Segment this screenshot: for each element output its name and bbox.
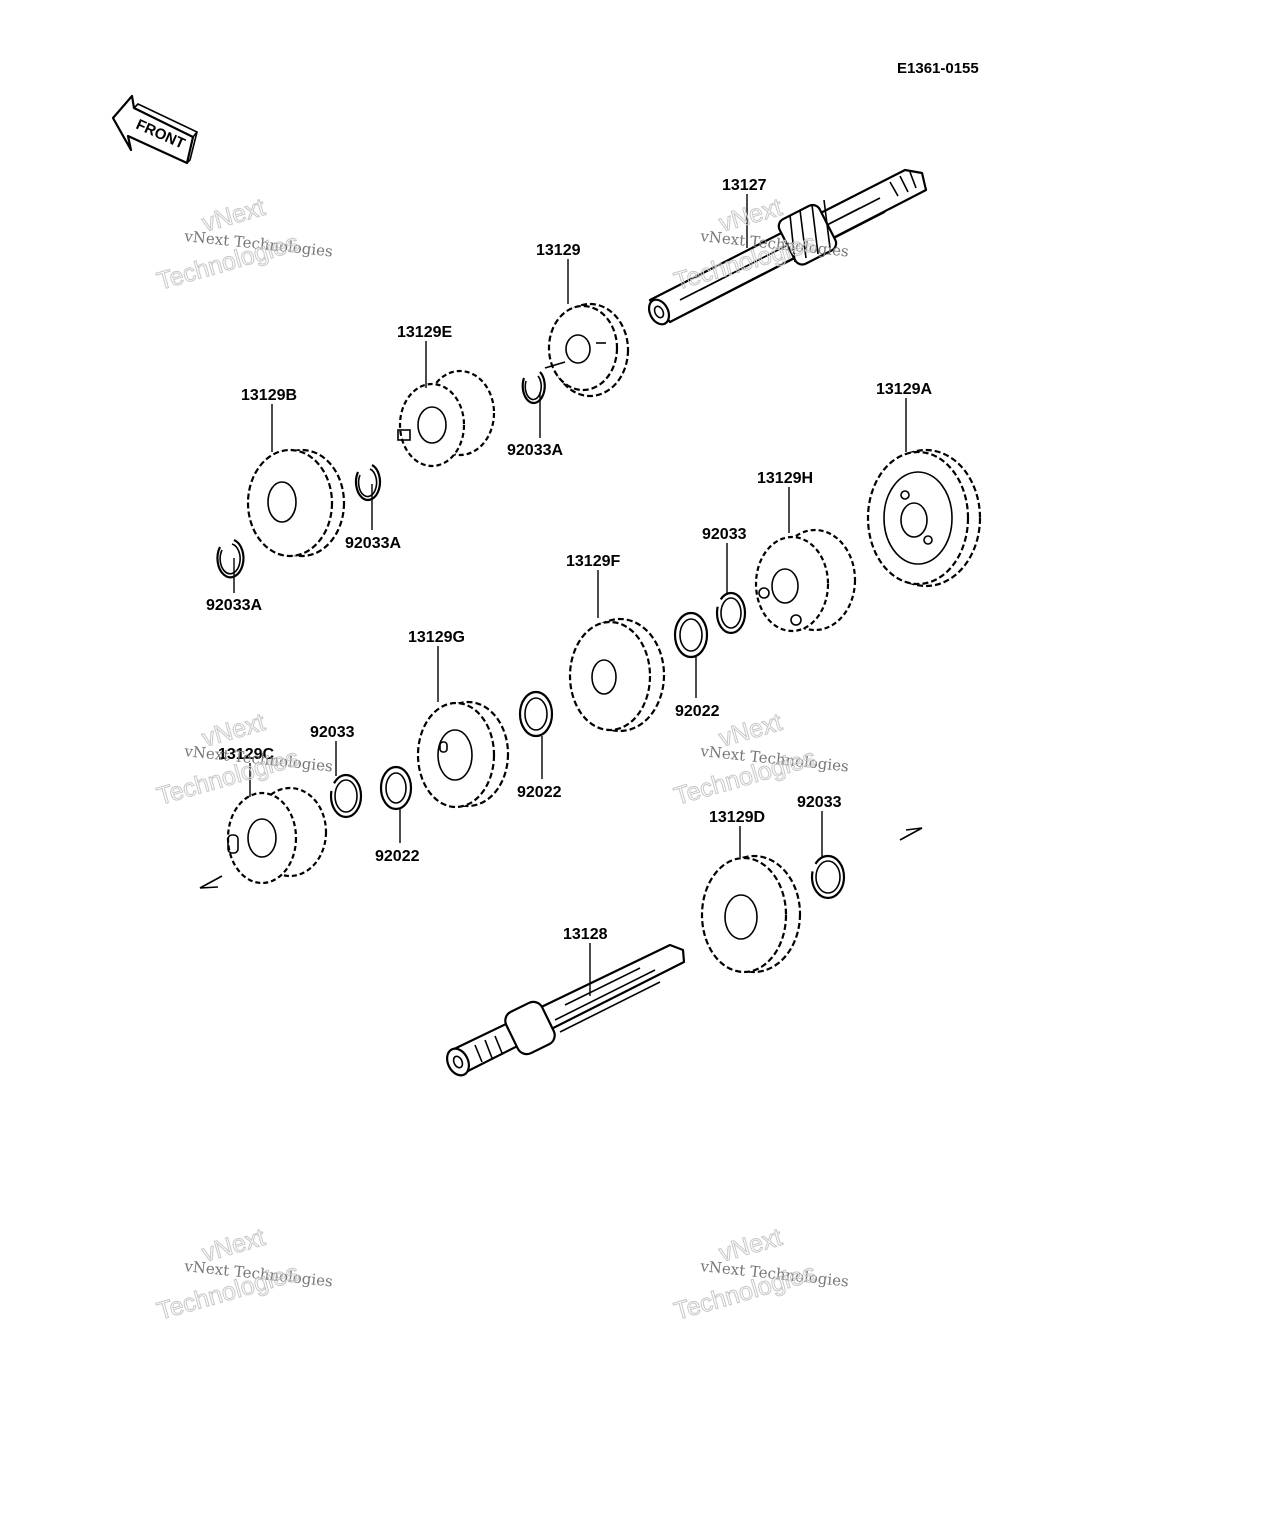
alignment-mark-left	[199, 875, 223, 889]
label-13129D: 13129D	[709, 809, 765, 826]
circlip-92033A-mid	[354, 464, 382, 502]
label-92033A-mid: 92033A	[345, 535, 401, 552]
watermark-bottom-left: vNext Technologies vNext Technologies	[153, 1223, 333, 1327]
label-13129G: 13129G	[408, 629, 465, 646]
gear-13129E	[397, 369, 496, 468]
shaft-13127	[647, 168, 928, 326]
label-13129F: 13129F	[566, 553, 620, 570]
circlip-92033-left	[329, 773, 363, 819]
svg-text:vNext: vNext	[199, 193, 268, 238]
label-13129H: 13129H	[757, 470, 813, 487]
watermark-top-right: vNext Technologies vNext Technologies	[670, 193, 849, 297]
gear-13129A	[866, 448, 982, 588]
watermark-bottom-right: vNext Technologies vNext Technologies	[670, 1223, 849, 1327]
circlip-92033-right	[715, 591, 747, 635]
label-92022-right: 92022	[675, 703, 720, 720]
label-92022-left: 92022	[375, 848, 420, 865]
svg-text:vNext: vNext	[716, 1223, 785, 1268]
gear-13129G	[416, 700, 510, 809]
label-92022-center: 92022	[517, 784, 562, 801]
leader-lines	[233, 194, 907, 996]
gear-13129H	[754, 528, 857, 633]
watermark-top-left: vNext Technologies vNext Technologies	[153, 193, 333, 297]
gear-13129	[544, 302, 630, 398]
gear-13129C	[226, 786, 328, 885]
label-13129: 13129	[536, 242, 581, 259]
washer-92022-right	[673, 611, 709, 659]
gear-13129D	[700, 854, 802, 974]
gear-13129F	[568, 617, 666, 733]
diagram-code: E1361-0155	[897, 60, 979, 77]
label-92033-lower: 92033	[797, 794, 842, 811]
washer-92022-left	[379, 765, 413, 811]
gear-13129B	[246, 448, 346, 558]
label-92033-left: 92033	[310, 724, 355, 741]
svg-text:vNext: vNext	[716, 193, 785, 238]
label-92033-right: 92033	[702, 526, 747, 543]
alignment-mark-right	[899, 827, 923, 841]
svg-text:vNext: vNext	[199, 1223, 268, 1268]
label-13127: 13127	[722, 177, 767, 194]
label-92033A-top: 92033A	[507, 442, 563, 459]
label-13129A: 13129A	[876, 381, 932, 398]
label-13129E: 13129E	[397, 324, 452, 341]
washer-92022-center	[518, 690, 554, 738]
label-13128: 13128	[563, 926, 608, 943]
circlip-92033A-top	[521, 371, 546, 405]
circlip-92033A-left	[216, 538, 245, 579]
shaft-13128	[446, 943, 686, 1077]
label-92033A-left: 92033A	[206, 597, 262, 614]
svg-text:vNext: vNext	[716, 708, 785, 753]
label-13129B: 13129B	[241, 387, 297, 404]
label-13129C: 13129C	[218, 746, 274, 763]
front-arrow-icon: FRONT	[111, 94, 199, 165]
circlip-92033-lower	[810, 854, 846, 900]
